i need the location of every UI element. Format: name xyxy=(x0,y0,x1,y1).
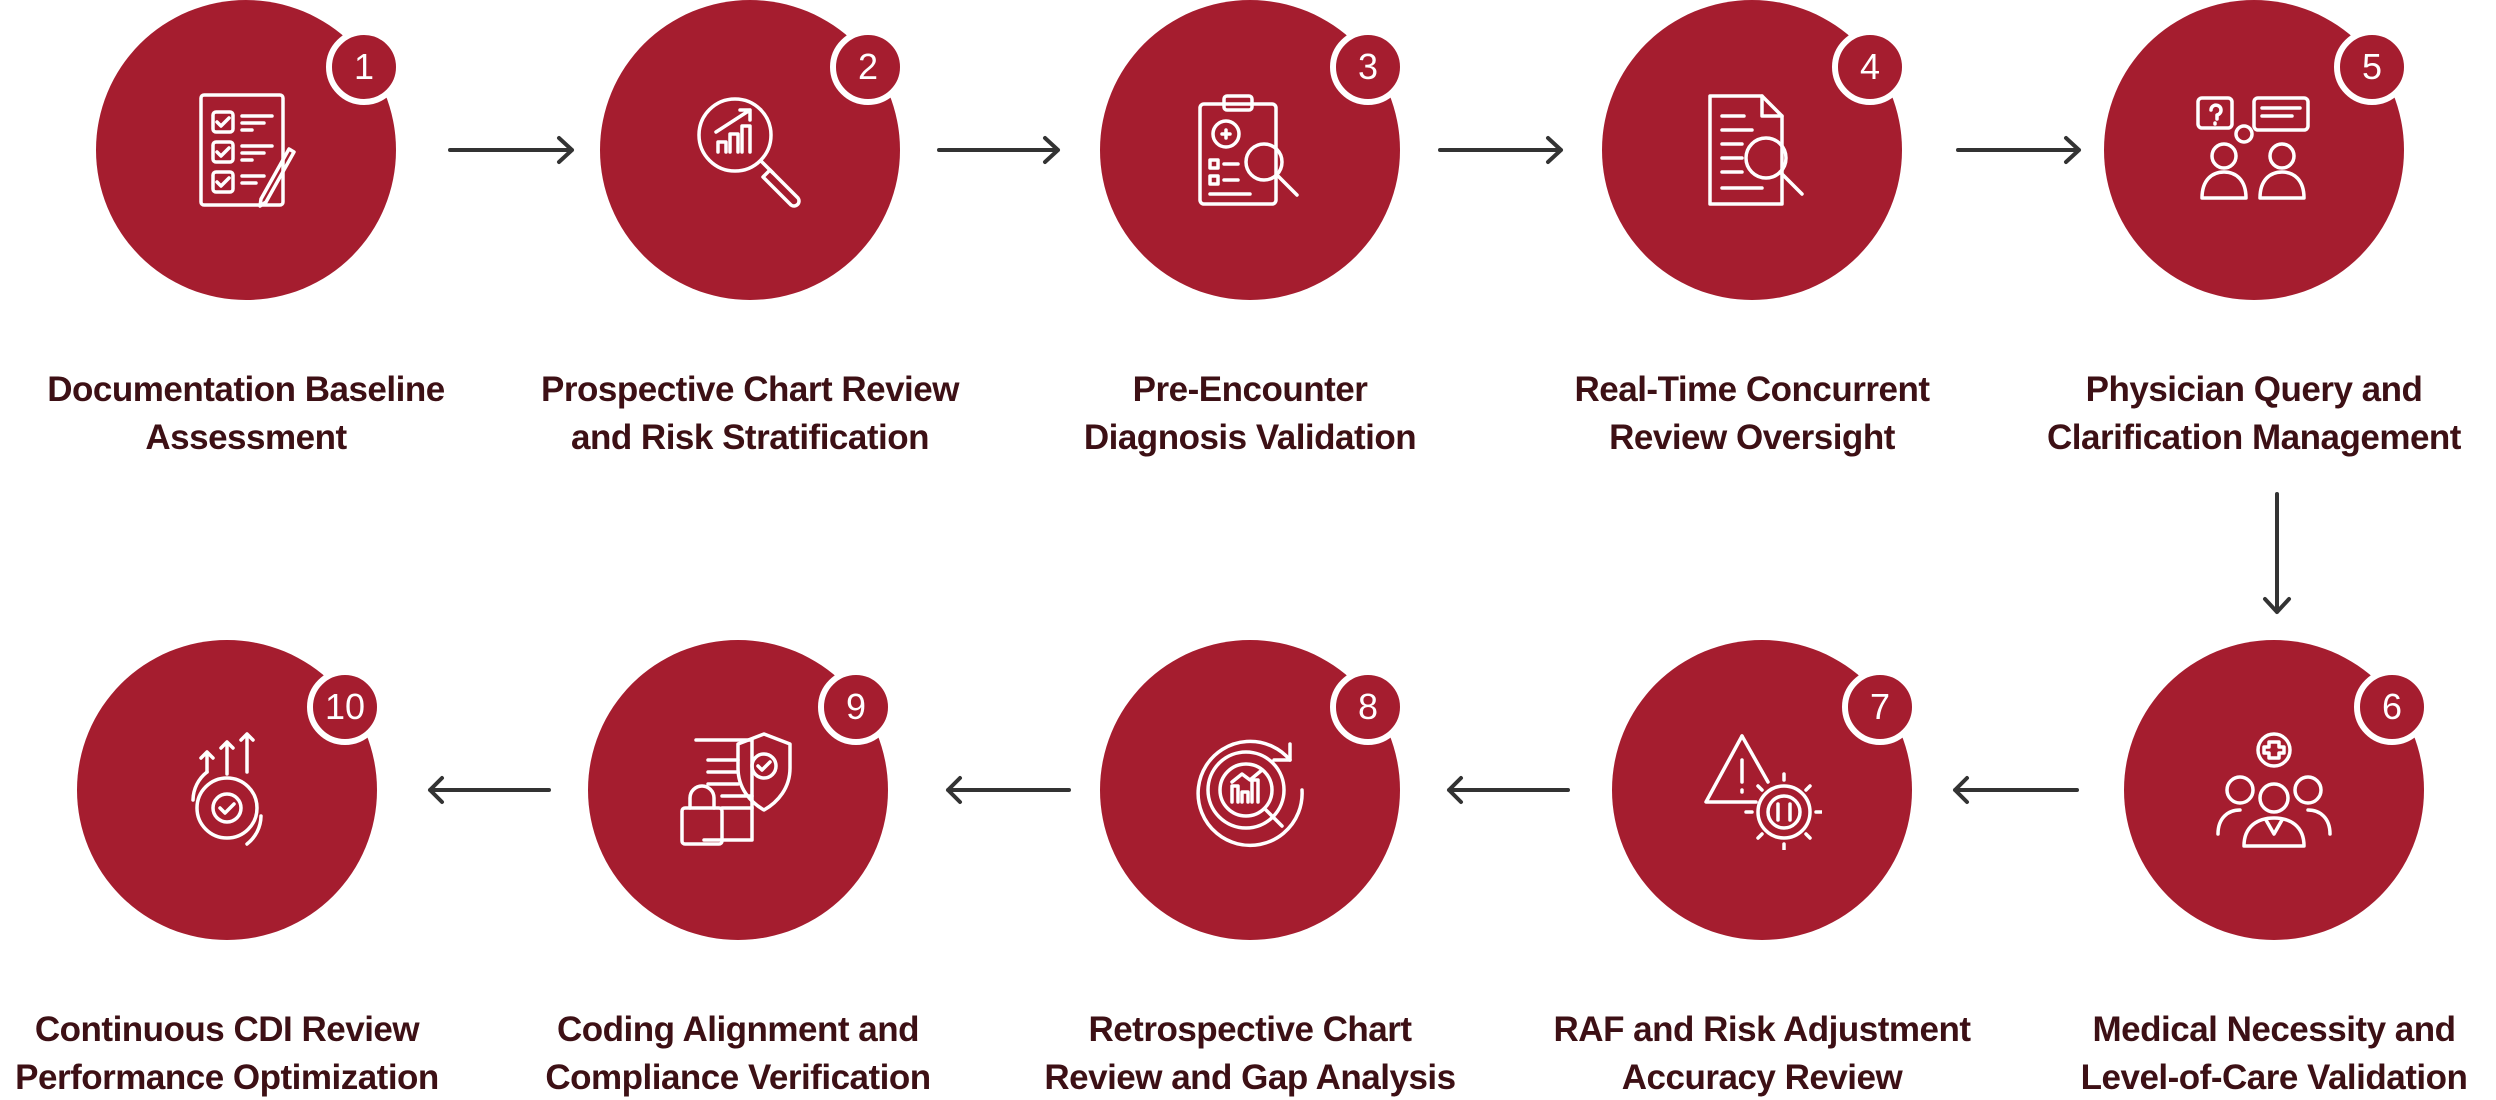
step-label-line2: Review and Gap Analysis xyxy=(1044,1058,1456,1097)
step-number-badge: 3 xyxy=(1330,29,1406,105)
step-label-line1: RAF and Risk Adjustment xyxy=(1553,1010,1971,1049)
step-label-line1: Pre-Encounter xyxy=(1132,370,1368,409)
medical-team-icon xyxy=(2214,730,2334,850)
step-circle-10 xyxy=(77,640,377,940)
step-number-badge: 4 xyxy=(1832,29,1908,105)
clipboard-search-icon xyxy=(1190,90,1310,210)
arrow-right-icon xyxy=(1438,136,1563,164)
step-label-line1: Retrospective Chart xyxy=(1088,1010,1412,1049)
arrow-left-icon xyxy=(1953,776,2079,804)
step-label: Prospective Chart Review and Risk Stratif… xyxy=(510,366,990,462)
step-number-badge: 2 xyxy=(830,29,906,105)
step-label-line2: Clarification Management xyxy=(2047,418,2461,457)
step-number-badge: 8 xyxy=(1330,669,1406,745)
step-label-line2: Review Oversight xyxy=(1609,418,1895,457)
arrow-left-icon xyxy=(1447,776,1570,804)
arrow-right-icon xyxy=(1956,136,2081,164)
chart-magnifier-icon xyxy=(690,90,810,210)
people-query-icon xyxy=(2194,90,2314,210)
step-label-line2: Assessment xyxy=(145,418,347,457)
step-label-line1: Prospective Chart Review xyxy=(541,370,959,409)
step-number-badge: 6 xyxy=(2354,669,2430,745)
step-label-line2: Accuracy Review xyxy=(1621,1058,1903,1097)
step-label-line1: Medical Necessity and xyxy=(2092,1010,2457,1049)
analysis-cycle-icon xyxy=(1190,730,1310,850)
step-number-badge: 10 xyxy=(307,669,383,745)
step-number-badge: 9 xyxy=(818,669,894,745)
step-number-badge: 1 xyxy=(326,29,402,105)
step-label-line2: Performance Optimization xyxy=(15,1058,439,1097)
arrow-right-icon xyxy=(937,136,1060,164)
step-number-badge: 5 xyxy=(2334,29,2410,105)
optimization-gear-icon xyxy=(167,730,287,850)
step-label-line2: Level-of-Care Validation xyxy=(2080,1058,2468,1097)
warning-gear-icon xyxy=(1702,730,1824,852)
arrow-left-icon xyxy=(946,776,1071,804)
step-label-line1: Continuous CDI Review xyxy=(34,1010,420,1049)
step-circle-2 xyxy=(600,0,900,300)
step-circle-6 xyxy=(2124,640,2424,940)
step-label-line1: Physician Query and xyxy=(2085,370,2423,409)
arrow-left-icon xyxy=(428,776,551,804)
step-label-line1: Coding Alignment and xyxy=(557,1010,920,1049)
step-label-line1: Documentation Baseline xyxy=(47,370,445,409)
document-search-icon xyxy=(1692,90,1812,210)
arrow-right-icon xyxy=(448,136,574,164)
step-label-line2: Diagnosis Validation xyxy=(1083,418,1417,457)
step-number-badge: 7 xyxy=(1842,669,1918,745)
step-label-line2: and Risk Stratification xyxy=(570,418,930,457)
checklist-icon xyxy=(186,90,306,210)
step-label-line1: Real-Time Concurrent xyxy=(1574,370,1931,409)
compliance-shield-icon xyxy=(678,730,798,850)
arrow-down-icon xyxy=(2263,492,2291,614)
step-label-line2: Compliance Verification xyxy=(545,1058,931,1097)
